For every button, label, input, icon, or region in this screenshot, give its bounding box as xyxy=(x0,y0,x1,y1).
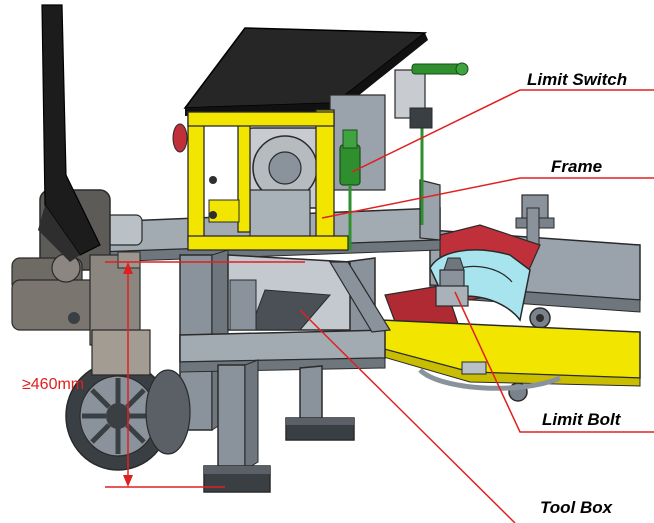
callout-frame: Frame xyxy=(551,157,602,176)
height-dimension: ≥460mm xyxy=(22,261,305,488)
yellow-lever xyxy=(379,319,641,391)
callout-limit-switch: Limit Switch xyxy=(527,70,627,89)
callout-tool-box: Tool Box xyxy=(540,498,614,517)
dimension-arrow-top xyxy=(123,262,133,274)
callout-limit-bolt: Limit Bolt xyxy=(542,410,622,429)
leader-tool-box xyxy=(299,309,516,523)
wheel-assembly xyxy=(65,361,191,471)
leader-frame xyxy=(321,177,654,219)
callout-labels: Limit Switch Frame Limit Bolt Tool Box xyxy=(527,70,627,517)
yellow-motor-frame xyxy=(172,27,428,251)
callout-leaders xyxy=(299,89,654,523)
limit-switch xyxy=(339,62,469,250)
leader-limit-bolt xyxy=(454,291,654,433)
dimension-arrow-bottom xyxy=(123,475,133,487)
limit-bolt xyxy=(435,257,469,307)
black-handle xyxy=(38,4,101,262)
dimension-label: ≥460mm xyxy=(22,376,84,393)
leader-limit-switch xyxy=(351,89,654,173)
